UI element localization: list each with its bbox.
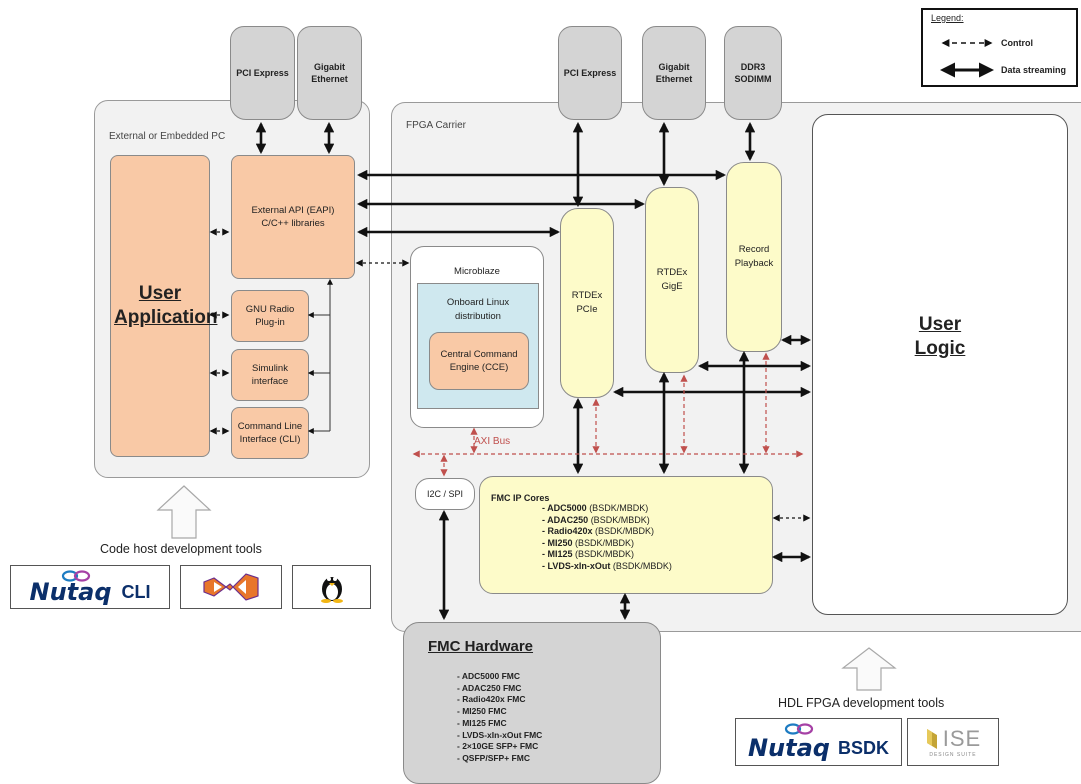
legend-box: Legend: Control Data streaming (921, 8, 1078, 87)
user-logic-block: User Logic (812, 114, 1068, 615)
gnuradio-label: GNU Radio Plug-in (245, 304, 295, 328)
cce-label: Central Command Engine (CCE) (440, 349, 518, 373)
hdl-tools-label: HDL FPGA development tools (778, 696, 945, 710)
fpga-pcie-interface: PCI Express (558, 26, 622, 120)
i2c-spi-block: I2C / SPI (415, 478, 475, 510)
user-application-block: User Application (110, 155, 218, 457)
rtdex-pcie-block: RTDEx PCIe (560, 208, 614, 398)
fmc-ip-cores-title: FMC IP Cores (491, 493, 550, 503)
cli-block: Command Line Interface (CLI) (231, 407, 309, 459)
nutaq-cli-logo: Nutaq CLI (10, 565, 170, 609)
legend-title: Legend: (931, 13, 964, 23)
ise-subtitle: DESIGN SUITE (929, 752, 977, 758)
ise-emblem-icon (926, 729, 937, 749)
visual-studio-icon (203, 573, 259, 601)
fpga-carrier-title: FPGA Carrier (406, 120, 467, 131)
rtdex-gige-block: RTDEx GigE (645, 187, 699, 373)
rtdex-pcie-label: RTDEx PCIe (571, 290, 603, 315)
fmc-ip-core-item: - ADAC250 (BSDK/MBDK) (542, 514, 650, 525)
fmc-hardware-item: - 2×10GE SFP+ FMC (457, 741, 539, 752)
fmc-ip-cores-list: - ADC5000 (BSDK/MBDK)- ADAC250 (BSDK/MBD… (542, 503, 672, 572)
fmc-ip-cores-block: FMC IP Cores - ADC5000 (BSDK/MBDK)- ADAC… (479, 476, 773, 594)
legend-data-label: Data streaming (1001, 65, 1067, 75)
user-logic-label: User Logic (914, 313, 966, 359)
nutaq-icon (61, 570, 91, 582)
legend-control-label: Control (1001, 38, 1033, 48)
xilinx-ise-logo: ISE DESIGN SUITE (907, 718, 999, 766)
nutaq-bsdk-icon (784, 723, 814, 735)
fmc-hardware-list: - ADC5000 FMC- ADAC250 FMC- Radio420x FM… (457, 671, 542, 765)
linux-distribution-label: Onboard Linux distribution (446, 297, 510, 322)
legend-arrows (940, 39, 994, 78)
hdl-tools-up-arrow (841, 647, 897, 691)
fmc-hardware-item: - MI125 FMC (457, 717, 507, 728)
host-gige-label: Gigabit Ethernet (311, 62, 348, 84)
rtdex-gige-label: RTDEx GigE (656, 267, 688, 292)
fpga-ddr3-interface: DDR3 SODIMM (724, 26, 782, 120)
visual-studio-logo (180, 565, 282, 609)
record-playback-block: Record Playback (726, 162, 782, 352)
eapi-label: External API (EAPI) C/C++ libraries (251, 205, 335, 229)
host-tools-label: Code host development tools (100, 542, 262, 556)
host-gige-interface: Gigabit Ethernet (297, 26, 362, 120)
simulink-label: Simulink interface (251, 363, 289, 387)
fpga-ddr3-label: DDR3 SODIMM (734, 62, 772, 84)
fmc-hardware-item: - ADAC250 FMC (457, 682, 522, 693)
fmc-ip-core-item: - Radio420x (BSDK/MBDK) (542, 526, 655, 536)
nutaq-bsdk-logo: Nutaq BSDK (735, 718, 902, 766)
fmc-hardware-item: - ADC5000 FMC (457, 671, 520, 681)
axi-bus-label: AXI Bus (474, 436, 511, 447)
simulink-block: Simulink interface (231, 349, 309, 401)
user-application-label: User Application (114, 283, 218, 328)
fmc-ip-core-item: - MI250 (BSDK/MBDK) (542, 537, 635, 548)
host-pc-title: External or Embedded PC (109, 131, 226, 142)
cli-label: Command Line Interface (CLI) (237, 421, 303, 445)
i2c-spi-label: I2C / SPI (426, 489, 463, 499)
microblaze-label: Microblaze (454, 266, 500, 277)
fmc-hardware-item: - Radio420x FMC (457, 694, 526, 705)
nutaq-cli-word: Nutaq (29, 578, 112, 606)
host-pcie-interface: PCI Express (230, 26, 295, 120)
tux-icon (320, 577, 343, 603)
fmc-ip-core-item: - LVDS-xIn-xOut (BSDK/MBDK) (542, 560, 672, 571)
nutaq-bsdk-suffix: BSDK (838, 737, 890, 758)
fmc-ip-core-item: - ADC5000 (BSDK/MBDK) (542, 503, 649, 513)
fmc-hardware-item: - QSFP/SFP+ FMC (457, 752, 530, 763)
fpga-gige-label: Gigabit Ethernet (655, 62, 693, 84)
nutaq-bsdk-word: Nutaq (747, 734, 830, 762)
fmc-hardware-block: FMC Hardware - ADC5000 FMC- ADAC250 FMC-… (403, 622, 661, 784)
record-playback-label: Record Playback (734, 244, 774, 269)
fmc-hardware-item: - MI250 FMC (457, 706, 507, 717)
eapi-block: External API (EAPI) C/C++ libraries (231, 155, 355, 279)
host-pcie-label: PCI Express (236, 68, 289, 78)
fmc-ip-core-item: - MI125 (BSDK/MBDK) (542, 549, 635, 559)
fpga-gige-interface: Gigabit Ethernet (642, 26, 706, 120)
microblaze-block: Microblaze Onboard Linux distribution Ce… (410, 246, 544, 428)
nutaq-cli-suffix: CLI (121, 581, 151, 602)
linux-tux-logo (292, 565, 371, 609)
ise-word: ISE (942, 726, 982, 751)
linux-distribution-block: Onboard Linux distribution Central Comma… (417, 283, 539, 409)
host-tools-up-arrow (156, 485, 212, 539)
fpga-pcie-label: PCI Express (563, 68, 617, 78)
fmc-hardware-item: - LVDS-xIn-xOut FMC (457, 729, 543, 740)
cce-block: Central Command Engine (CCE) (429, 332, 529, 390)
fmc-hardware-title: FMC Hardware (428, 638, 534, 655)
